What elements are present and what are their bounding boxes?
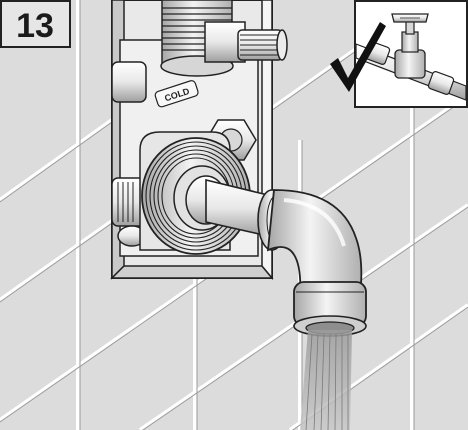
step-badge: 13 (0, 0, 71, 48)
water-stream (300, 330, 352, 430)
cold-label-plate: COLD (154, 80, 199, 108)
inset-panel (330, 0, 468, 108)
spindle (204, 21, 288, 63)
inset-stop-valve (391, 13, 429, 79)
check-icon (330, 22, 386, 92)
step-number: 13 (16, 7, 54, 45)
